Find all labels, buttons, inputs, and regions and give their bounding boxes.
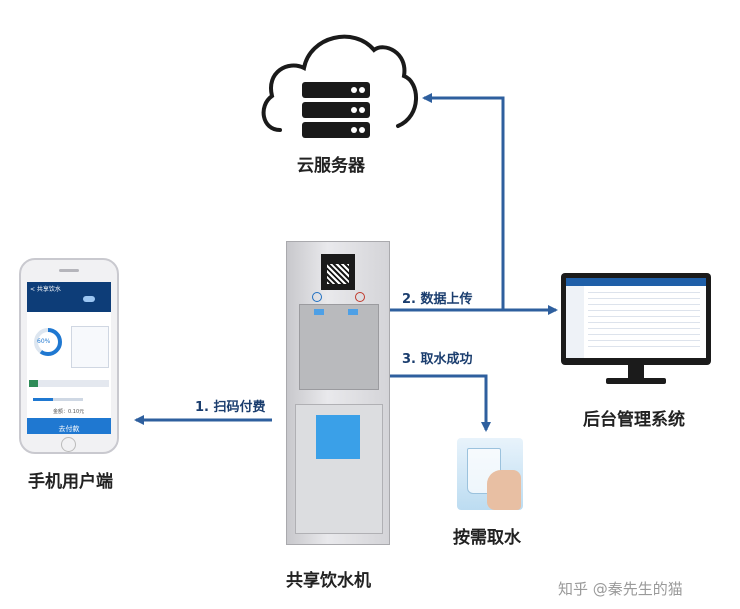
monitor-screen — [566, 278, 706, 358]
phone-speaker — [59, 269, 79, 272]
water-glass-photo — [457, 438, 523, 510]
app-logo-icon — [83, 296, 95, 302]
backend-label: 后台管理系统 — [583, 410, 685, 430]
water-label: 按需取水 — [453, 528, 521, 548]
volume-slider[interactable] — [33, 398, 83, 401]
monitor-stand — [628, 365, 644, 379]
tab-bar — [29, 380, 109, 387]
dispenser-door — [295, 404, 383, 534]
edge-label-water-success: 3. 取水成功 — [400, 348, 475, 367]
watermark: 知乎 @秦先生的猫 — [558, 580, 683, 598]
ad-screen — [316, 415, 360, 459]
edge-label-scan-pay: 1. 扫码付费 — [193, 396, 268, 415]
price-text: 金额：0.10元 — [53, 409, 85, 415]
arrow-to-cloud — [422, 93, 505, 310]
app-header: < 共享饮水 — [27, 282, 111, 312]
progress-percent: 60% — [37, 338, 51, 345]
cloud-server-icon — [261, 34, 418, 138]
edge-label-data-upload: 2. 数据上传 — [400, 288, 475, 307]
backend-monitor — [561, 273, 711, 365]
dispense-recess — [299, 304, 379, 390]
pay-button[interactable]: 去付款 — [27, 418, 111, 434]
cloud-server-label: 云服务器 — [297, 156, 365, 176]
water-dispenser — [286, 241, 390, 545]
phone-device: < 共享饮水 60% 金额：0.10元 去付款 — [19, 258, 119, 454]
pay-button-label: 去付款 — [58, 425, 80, 433]
phone-label: 手机用户端 — [28, 472, 113, 492]
phone-screen: < 共享饮水 60% 金额：0.10元 去付款 — [27, 282, 111, 434]
cold-indicator-icon — [355, 292, 365, 302]
monitor-base — [606, 378, 666, 384]
dispenser-label: 共享饮水机 — [286, 571, 371, 591]
hot-indicator-icon — [312, 292, 322, 302]
info-panel — [71, 326, 109, 368]
progress-ring — [34, 328, 62, 356]
home-button[interactable] — [61, 437, 76, 452]
qr-code-panel — [321, 254, 355, 290]
app-title: < 共享饮水 — [30, 286, 61, 293]
